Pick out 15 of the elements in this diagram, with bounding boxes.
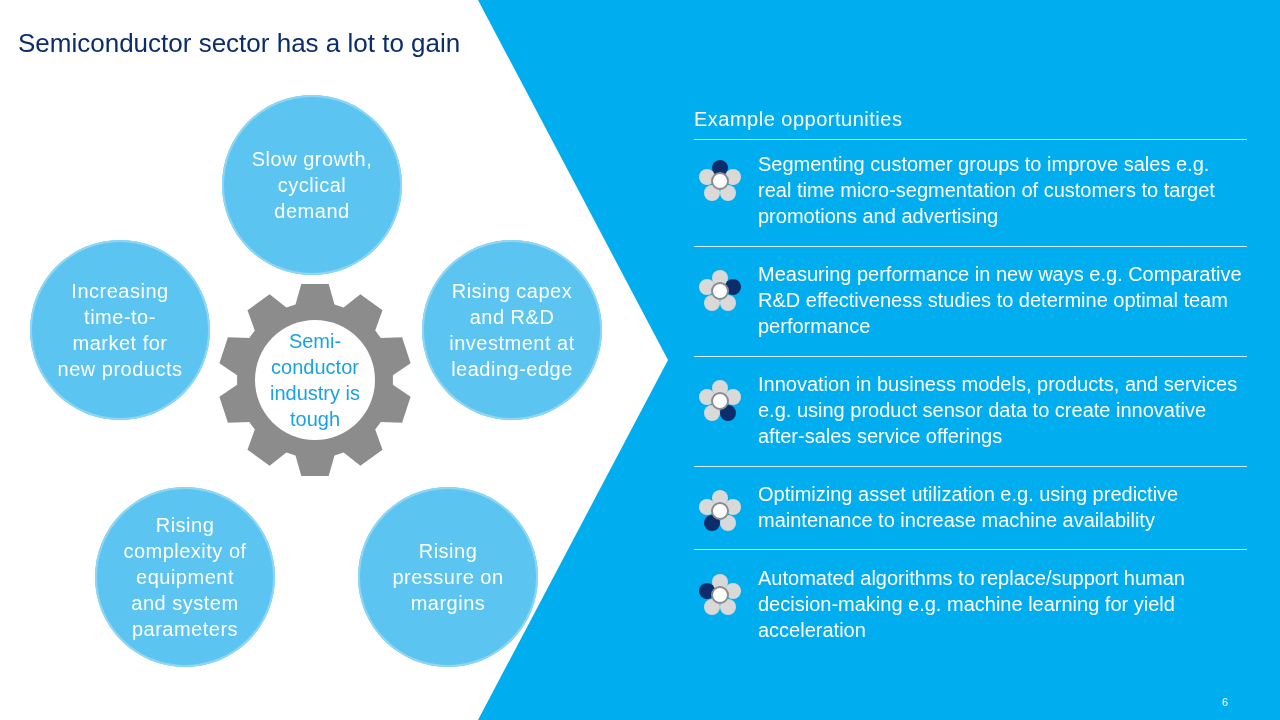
gear-label: Semi-conductor industry is tough [269,329,361,432]
challenge-text: Rising pressure on margins [391,539,505,616]
challenge-text: Rising complexity of equipment and system parameters [122,513,248,642]
section-heading: Example opportunities [694,108,903,131]
opportunity-text: Measuring performance in new ways e.g. Comparative R&D effectiveness studies to determine optimal team performance [758,262,1243,339]
page-number: 6 [1222,696,1229,708]
challenge-text: Increasing time-to-market for new products [56,279,184,382]
gear-shape [217,282,413,478]
opportunity-text: Segmenting customer groups to improve sales e.g. real time micro-segmentation of customers to target promotions and advertising [758,152,1216,229]
slide-title: Semiconductor sector has a lot to gain [18,28,461,59]
opportunity-text: Optimizing asset utilization e.g. using predictive maintenance to increase machine availability [758,482,1180,533]
opportunity-text: Automated algorithms to replace/support human decision-making e.g. machine learning for yield acceleration [758,566,1186,643]
challenge-text: Slow growth, cyclical demand [250,147,374,224]
challenge-text: Rising capex and R&D investment at leading-edge [448,279,576,382]
opportunity-text: Innovation in business models, products, and services e.g. using product sensor data to create innovative after-sales service offerings [758,372,1239,449]
